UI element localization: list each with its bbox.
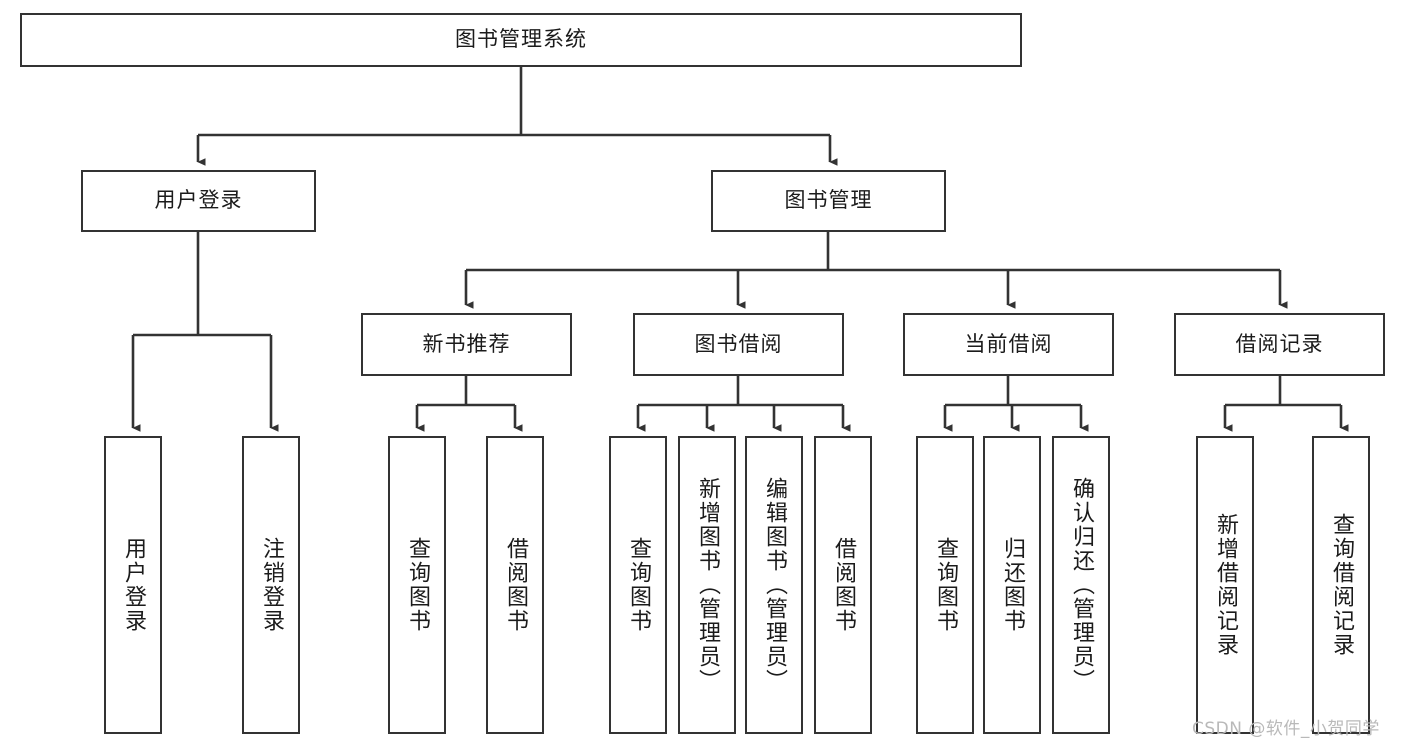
csdn-watermark: CSDN @软件_小贺同学 (1192, 719, 1380, 739)
node-current-borrow-label: 当前借阅 (964, 331, 1053, 356)
node-book-borrow[interactable]: 图书借阅 (633, 313, 844, 376)
leaf-borrow-borrow-book-label: 借阅图书 (830, 537, 856, 633)
leaf-record-add-label: 新增借阅记录 (1212, 513, 1238, 657)
leaf-borrow-query-book[interactable]: 查询图书 (609, 436, 667, 734)
leaf-borrow-add-book-label: 新增图书（管理员） (694, 477, 720, 693)
node-new-book-recommend[interactable]: 新书推荐 (361, 313, 572, 376)
leaf-current-return-book[interactable]: 归还图书 (983, 436, 1041, 734)
node-root[interactable]: 图书管理系统 (20, 13, 1022, 67)
node-borrow-record[interactable]: 借阅记录 (1174, 313, 1385, 376)
node-book-management[interactable]: 图书管理 (711, 170, 946, 232)
node-user-login[interactable]: 用户登录 (81, 170, 316, 232)
leaf-current-return-book-label: 归还图书 (999, 537, 1025, 633)
node-current-borrow[interactable]: 当前借阅 (903, 313, 1114, 376)
node-root-label: 图书管理系统 (455, 27, 587, 52)
leaf-record-query[interactable]: 查询借阅记录 (1312, 436, 1370, 734)
node-book-management-label: 图书管理 (784, 188, 873, 213)
leaf-borrow-query-book-label: 查询图书 (625, 537, 651, 633)
leaf-current-query-book-label: 查询图书 (932, 537, 958, 633)
node-book-borrow-label: 图书借阅 (694, 331, 783, 356)
leaf-borrow-borrow-book[interactable]: 借阅图书 (814, 436, 872, 734)
leaf-borrow-add-book[interactable]: 新增图书（管理员） (678, 436, 736, 734)
node-borrow-record-label: 借阅记录 (1235, 331, 1324, 356)
leaf-record-query-label: 查询借阅记录 (1328, 513, 1354, 657)
leaf-borrow-edit-book-label: 编辑图书（管理员） (761, 477, 787, 693)
leaf-user-logout[interactable]: 注销登录 (242, 436, 300, 734)
leaf-user-login[interactable]: 用户登录 (104, 436, 162, 734)
node-user-login-label: 用户登录 (154, 188, 243, 213)
leaf-user-logout-label: 注销登录 (258, 537, 284, 633)
node-new-book-recommend-label: 新书推荐 (422, 331, 511, 356)
leaf-current-confirm-return[interactable]: 确认归还（管理员） (1052, 436, 1110, 734)
leaf-newbook-borrow-book-label: 借阅图书 (502, 537, 528, 633)
leaf-user-login-label: 用户登录 (120, 537, 146, 633)
leaf-current-query-book[interactable]: 查询图书 (916, 436, 974, 734)
leaf-newbook-borrow-book[interactable]: 借阅图书 (486, 436, 544, 734)
leaf-newbook-query-book[interactable]: 查询图书 (388, 436, 446, 734)
leaf-record-add[interactable]: 新增借阅记录 (1196, 436, 1254, 734)
leaf-newbook-query-book-label: 查询图书 (404, 537, 430, 633)
leaf-borrow-edit-book[interactable]: 编辑图书（管理员） (745, 436, 803, 734)
leaf-current-confirm-return-label: 确认归还（管理员） (1068, 477, 1094, 693)
